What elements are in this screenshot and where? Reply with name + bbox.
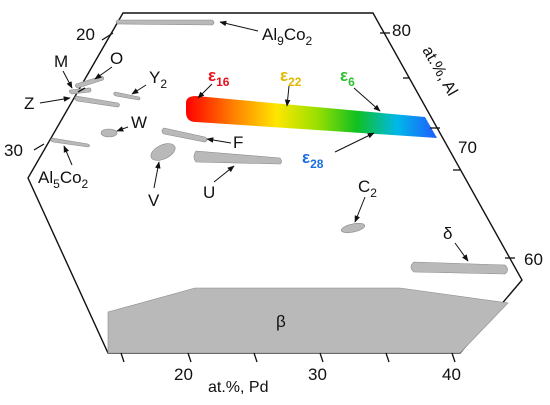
arrow-epsilon-22 bbox=[284, 85, 291, 107]
phase-y2-region bbox=[113, 91, 141, 101]
pd-tick-30-mark bbox=[319, 352, 324, 363]
phase-c2-region bbox=[340, 223, 366, 233]
arrow-f bbox=[206, 137, 232, 144]
left-tick-20: 20 bbox=[76, 25, 95, 44]
label-c2: C2 bbox=[358, 177, 377, 200]
pd-tick-15-mark bbox=[120, 352, 125, 363]
pd-tick-25-mark bbox=[253, 352, 258, 363]
label-al9co2: Al9Co2 bbox=[262, 25, 313, 48]
arrow-m bbox=[62, 70, 73, 89]
phase-z-region bbox=[74, 95, 120, 108]
phase-f-region bbox=[161, 127, 208, 143]
phase-al5co2-region bbox=[50, 137, 90, 148]
pd-tick-30: 30 bbox=[308, 365, 327, 384]
label-z: Z bbox=[24, 94, 34, 113]
arrow-z bbox=[39, 96, 71, 104]
phase-v-region bbox=[150, 143, 176, 161]
pd-tick-20-mark bbox=[187, 352, 192, 363]
label-y2: Y2 bbox=[149, 68, 167, 91]
label-epsilon-16: ε16 bbox=[208, 66, 230, 89]
pd-tick-40-mark bbox=[451, 352, 456, 363]
label-epsilon-6: ε6 bbox=[340, 66, 355, 89]
al-tick-70: 70 bbox=[458, 138, 477, 157]
left-tick-25-mark bbox=[77, 87, 86, 93]
label-o: O bbox=[110, 49, 123, 68]
arrow-epsilon-6 bbox=[353, 87, 381, 112]
phase-u-region bbox=[193, 150, 282, 165]
arrow-o bbox=[94, 66, 113, 80]
phase-beta-region bbox=[107, 287, 509, 354]
phase-al9co2-region bbox=[115, 19, 215, 26]
left-tick-30: 30 bbox=[4, 141, 23, 160]
arrow-epsilon-28 bbox=[334, 132, 375, 153]
label-v: V bbox=[148, 191, 160, 210]
label-w: W bbox=[131, 113, 147, 132]
pd-tick-35-mark bbox=[385, 352, 390, 363]
label-m: M bbox=[54, 52, 68, 71]
phase-o-region bbox=[75, 75, 105, 89]
phase-w-region bbox=[100, 128, 118, 138]
arrow-epsilon-16 bbox=[197, 83, 213, 99]
pd-axis-title: at.%, Pd bbox=[208, 379, 268, 396]
pd-tick-40: 40 bbox=[442, 365, 461, 384]
arrow-u bbox=[213, 165, 235, 183]
phase-delta-region bbox=[410, 261, 508, 275]
arrow-w bbox=[116, 126, 129, 132]
al-axis-title: at.%, Al bbox=[419, 44, 461, 99]
arrow-c2 bbox=[354, 196, 366, 223]
label-u: U bbox=[203, 183, 215, 202]
label-epsilon-22: ε22 bbox=[280, 66, 302, 89]
pd-tick-20: 20 bbox=[174, 365, 193, 384]
arrow-al5co2 bbox=[63, 145, 73, 166]
arrow-delta bbox=[454, 242, 469, 262]
al-tick-80: 80 bbox=[392, 21, 411, 40]
arrow-al9co2 bbox=[219, 20, 259, 32]
arrow-y2 bbox=[131, 84, 147, 95]
al-tick-60: 60 bbox=[524, 250, 543, 269]
label-epsilon-28: ε28 bbox=[302, 148, 324, 171]
label-f: F bbox=[233, 133, 243, 152]
label-al5co2: Al5Co2 bbox=[38, 168, 89, 191]
label-delta: δ bbox=[443, 224, 452, 243]
left-tick-30-mark bbox=[33, 143, 45, 151]
left-tick-20-mark bbox=[101, 32, 114, 41]
label-beta: β bbox=[276, 312, 286, 331]
epsilon-band bbox=[186, 96, 437, 138]
arrow-v bbox=[153, 161, 161, 189]
